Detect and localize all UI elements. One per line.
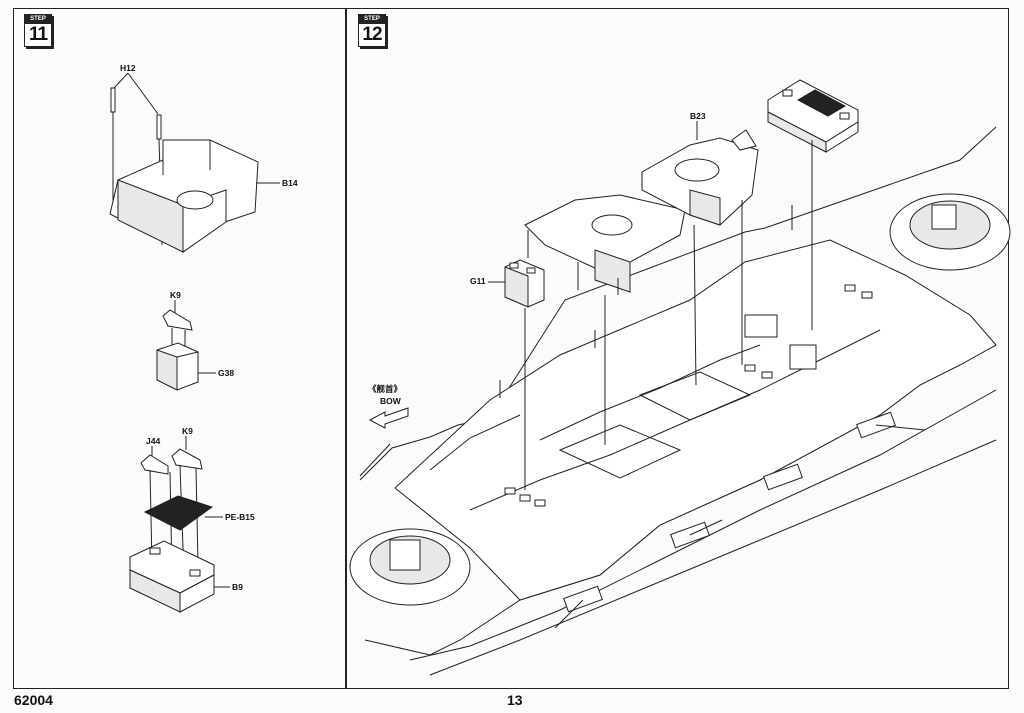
label-h12: H12	[120, 63, 136, 73]
part-deckhouse	[524, 194, 686, 295]
bow-arrow-icon	[368, 407, 409, 429]
part-g11	[504, 259, 545, 308]
step-11-drawing: H12 B14 K9 G38 J44 K	[109, 63, 298, 613]
label-j44: J44	[146, 436, 160, 446]
winch-fitting	[744, 314, 778, 338]
part-j44	[140, 454, 169, 475]
casemates	[554, 411, 926, 629]
bow-label-cn: 《舰首》	[368, 384, 402, 394]
part-k9-bottom	[171, 448, 203, 470]
part-b14	[109, 139, 259, 253]
h12-rod-right	[156, 114, 162, 140]
step-11-badge: STEP 11	[24, 14, 52, 47]
label-pe-b15: PE-B15	[225, 512, 255, 522]
product-code: 62004	[14, 692, 53, 708]
label-k9-top: K9	[170, 290, 181, 300]
bow-label-en: BOW	[380, 396, 402, 406]
part-b23	[641, 129, 759, 226]
label-g38: G38	[218, 368, 234, 378]
turret-front	[349, 528, 471, 606]
part-b9	[129, 540, 215, 613]
part-skylight	[767, 79, 859, 153]
label-b23: B23	[690, 111, 706, 121]
step-12-number: 12	[362, 24, 382, 45]
step-12-drawing: G11 B23	[349, 79, 1011, 676]
label-b9: B9	[232, 582, 243, 592]
turret-rear	[889, 193, 1011, 271]
capstan-fitting	[789, 344, 817, 370]
part-k9-top	[162, 309, 193, 331]
step-11-panel	[13, 8, 346, 689]
h12-rod-left	[110, 87, 116, 113]
step-11-number: 11	[28, 24, 48, 45]
main-deck	[394, 239, 997, 601]
part-g38	[156, 342, 199, 391]
page-number: 13	[507, 692, 523, 708]
label-b14: B14	[282, 178, 298, 188]
step-12-panel	[346, 8, 1009, 689]
part-pe-b15-mesh	[143, 495, 214, 531]
label-k9-bottom: K9	[182, 426, 193, 436]
step-12-badge: STEP 12	[358, 14, 386, 47]
label-g11: G11	[470, 276, 486, 286]
